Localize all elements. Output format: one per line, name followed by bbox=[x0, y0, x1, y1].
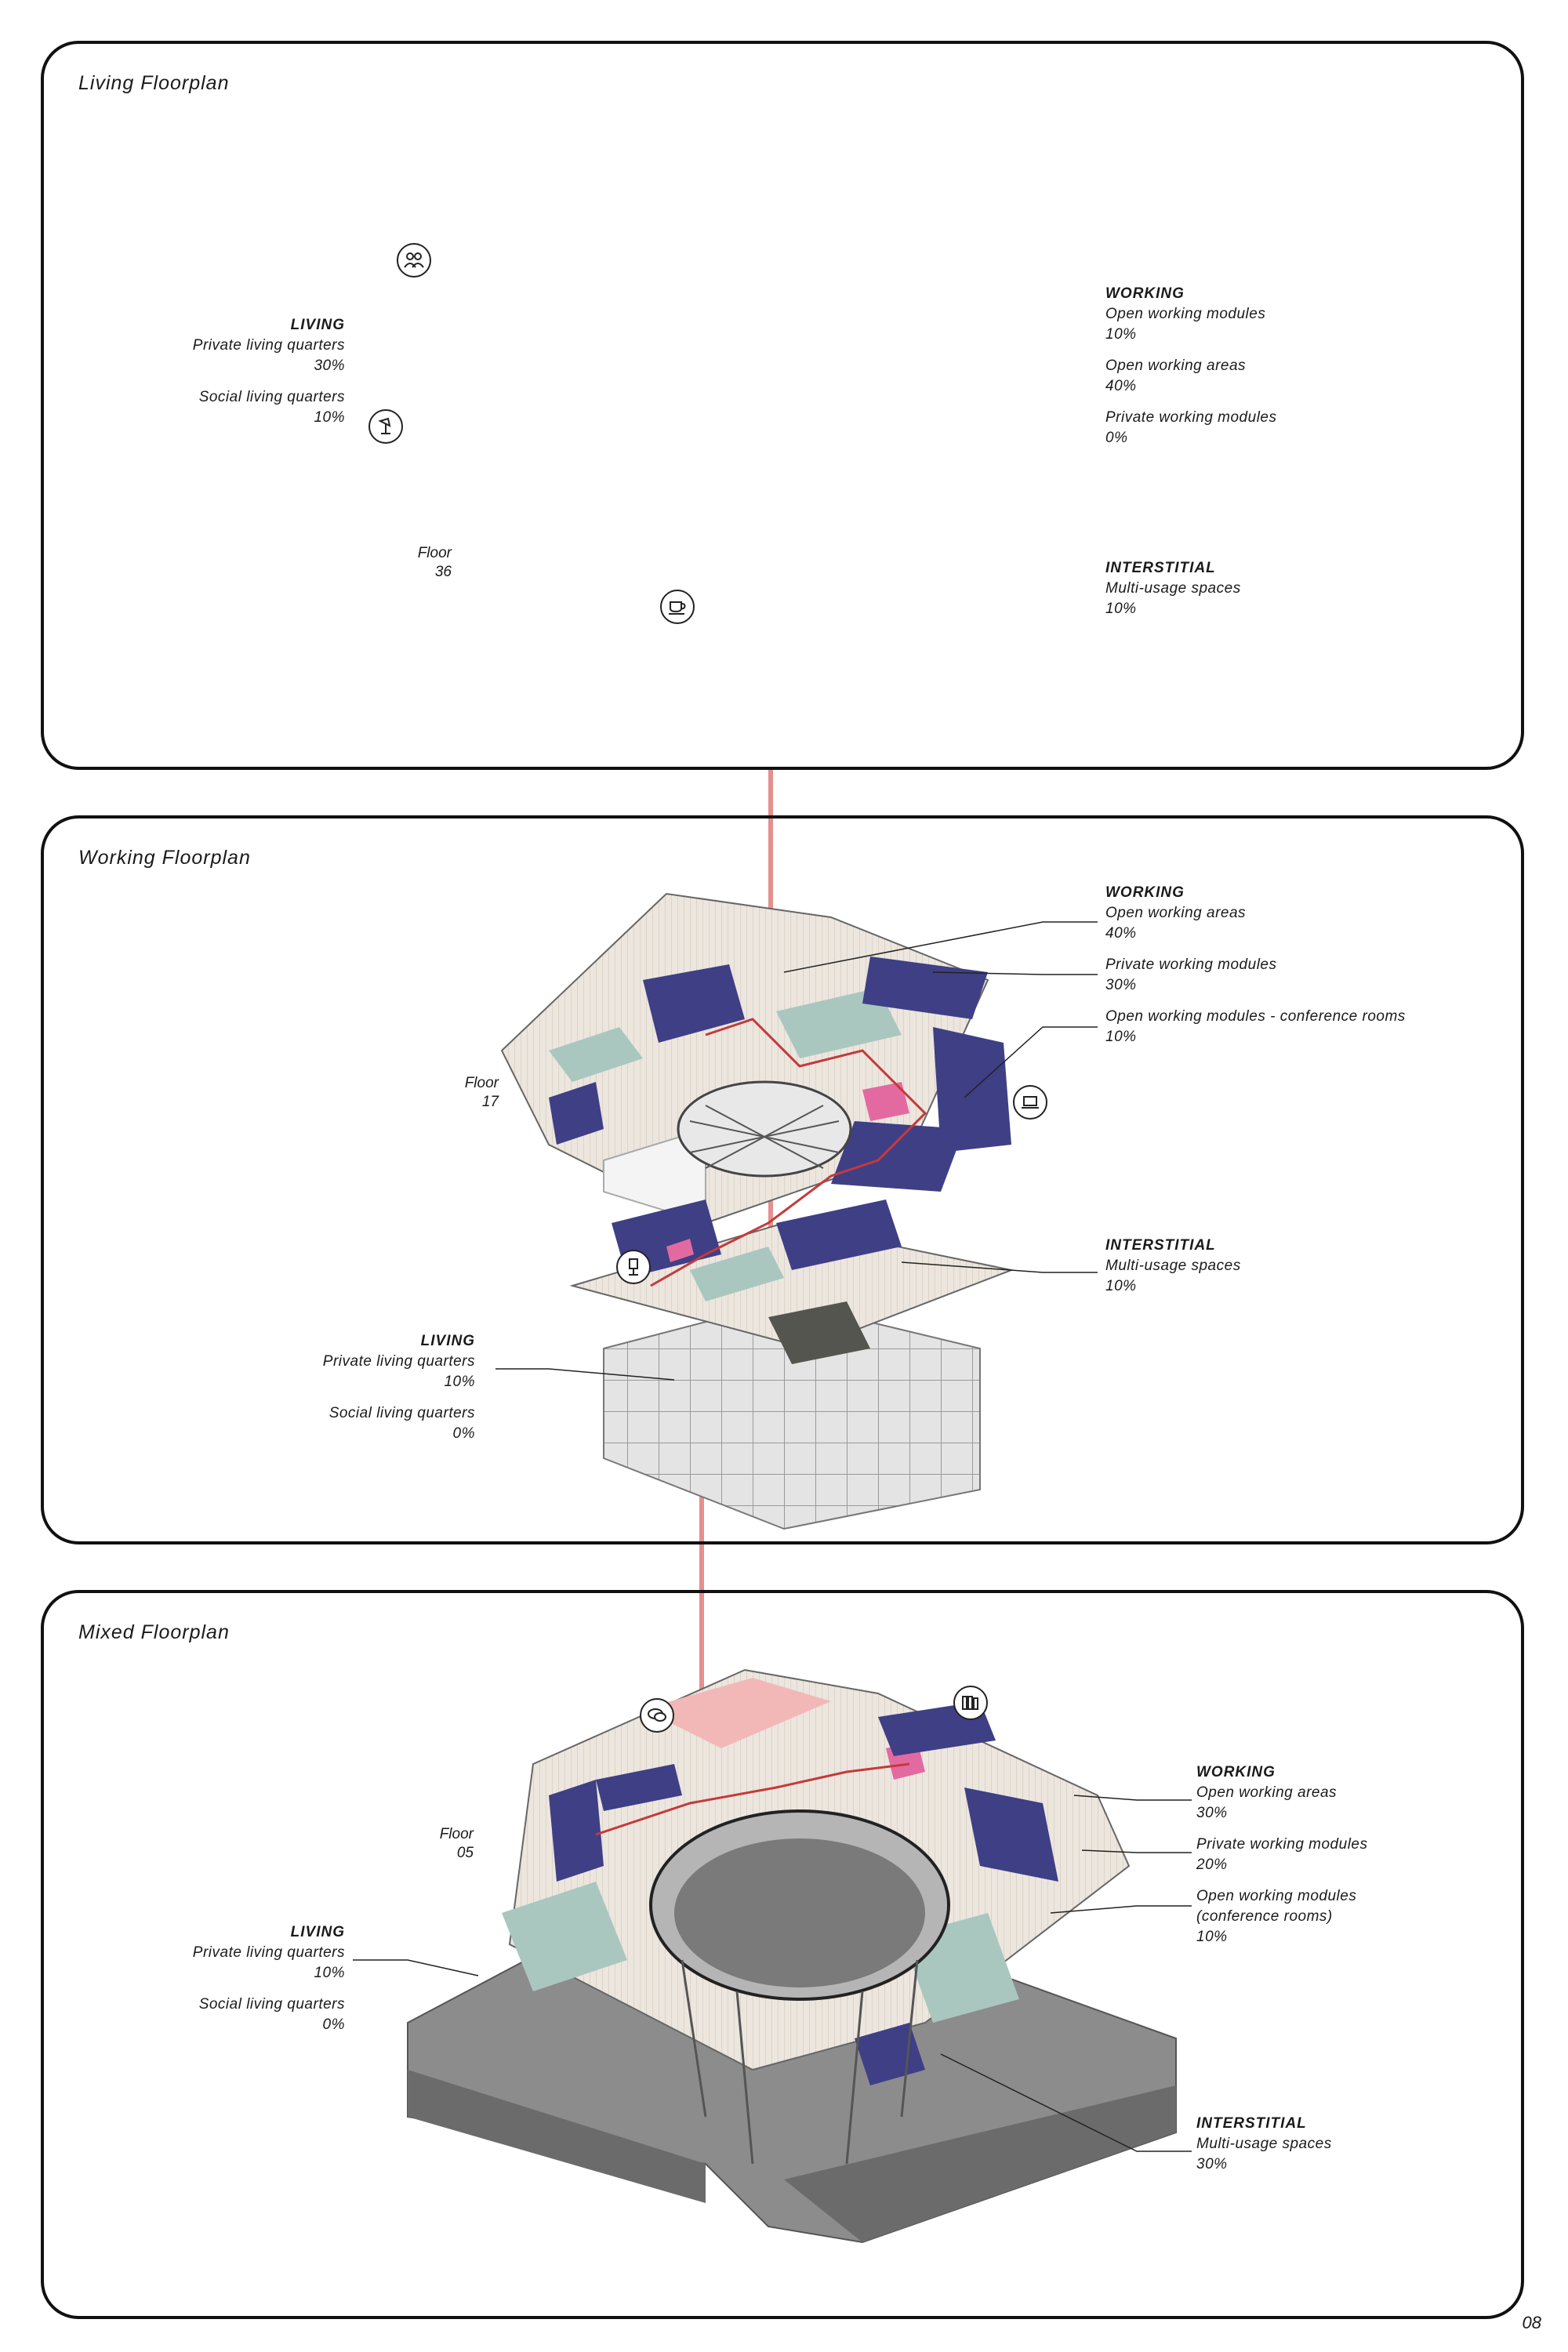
working-group-label: WORKING Open working areas 30% Private w… bbox=[1196, 1764, 1368, 1945]
interstitial-group-label: INTERSTITIAL Multi-usage spaces 30% bbox=[1196, 2115, 1332, 2172]
panel-mixed-floorplan: Mixed Floorplan bbox=[41, 1590, 1524, 2319]
panel-living-floorplan: Living Floorplan bbox=[41, 41, 1524, 770]
lamp-icon bbox=[368, 409, 403, 444]
chair-icon bbox=[616, 1250, 651, 1284]
interstitial-group-label: INTERSTITIAL Multi-usage spaces 10% bbox=[1105, 560, 1241, 617]
living-group-label: LIVING Private living quarters 10% Socia… bbox=[192, 1924, 345, 2033]
panel-working-floorplan: Working Floorplan bbox=[41, 815, 1524, 1544]
page-number: 08 bbox=[1522, 2313, 1541, 2332]
people-icon bbox=[397, 243, 431, 278]
laptop-icon bbox=[1013, 1085, 1047, 1120]
floor-label: Floor 36 bbox=[417, 545, 452, 580]
coffee-cup-icon bbox=[660, 590, 695, 624]
mixed-floorplan-building bbox=[407, 1668, 1177, 2244]
chat-bubble-icon bbox=[640, 1698, 674, 1733]
panel-title: Living Floorplan bbox=[78, 72, 230, 94]
panel-title: Working Floorplan bbox=[78, 847, 251, 869]
floor-label: Floor 05 bbox=[439, 1826, 474, 1861]
floor-label: Floor 17 bbox=[464, 1075, 499, 1110]
panel-title: Mixed Floorplan bbox=[78, 1621, 230, 1643]
working-group-label: WORKING Open working modules 10% Open wo… bbox=[1105, 285, 1277, 446]
living-group-label: LIVING Private living quarters 30% Socia… bbox=[192, 317, 345, 426]
interstitial-group-label: INTERSTITIAL Multi-usage spaces 10% bbox=[1105, 1237, 1241, 1294]
working-floorplan-building bbox=[500, 892, 1014, 1530]
living-group-label: LIVING Private living quarters 10% Socia… bbox=[322, 1333, 475, 1442]
working-group-label: WORKING Open working areas 40% Private w… bbox=[1105, 884, 1406, 1045]
books-icon bbox=[953, 1686, 988, 1720]
